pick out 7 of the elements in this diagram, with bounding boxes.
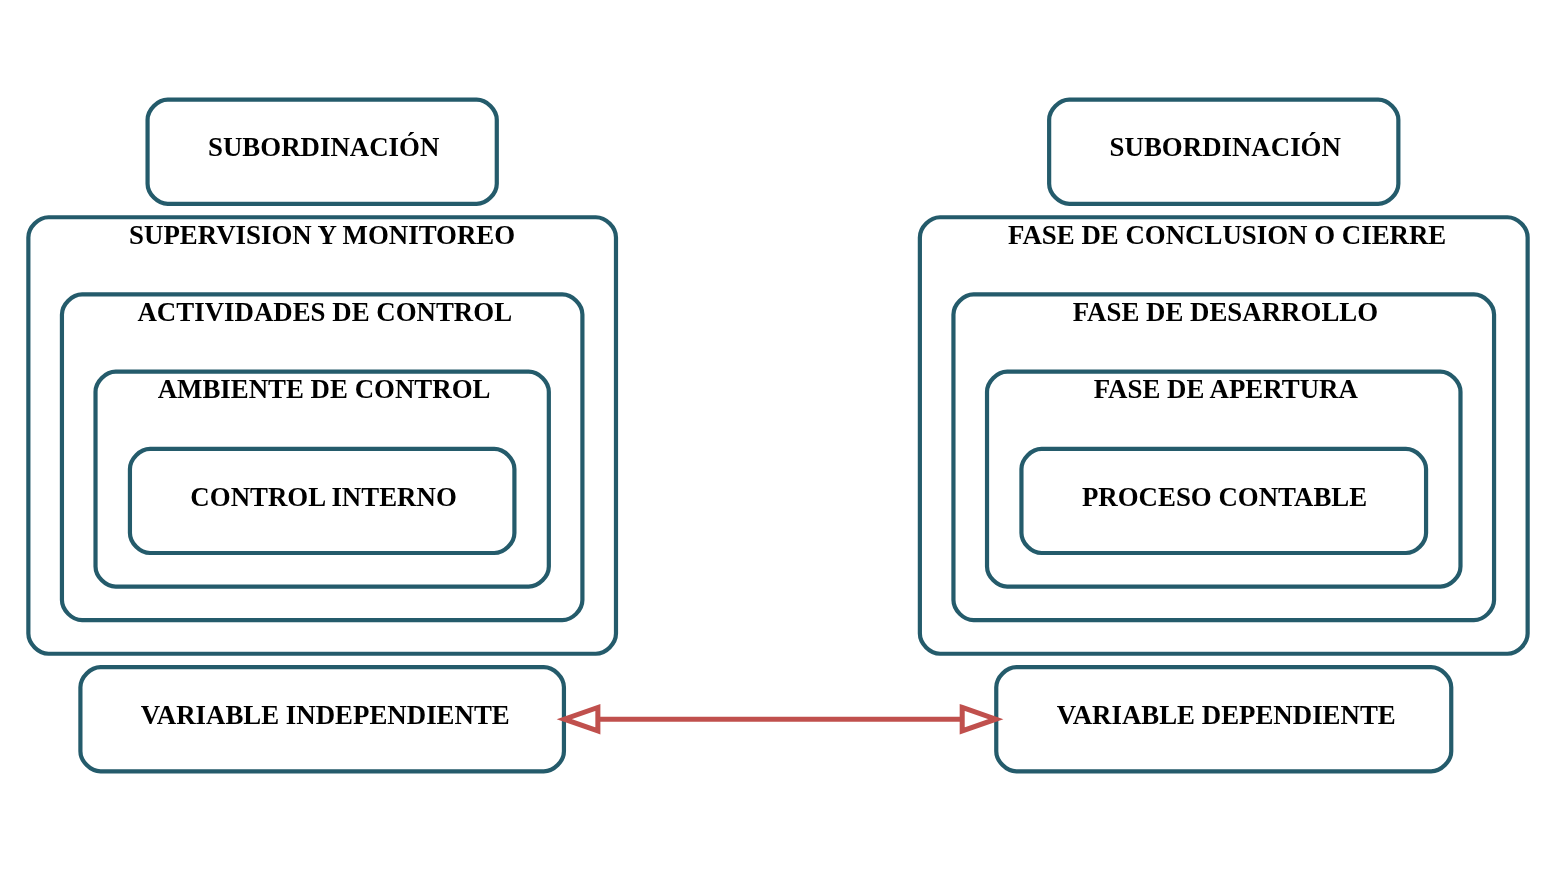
node-box: CONTROL INTERNO	[127, 446, 517, 556]
node-box: PROCESO CONTABLE	[1019, 446, 1429, 556]
node-box: SUBORDINACIÓN	[1047, 97, 1401, 206]
node-box: SUBORDINACIÓN	[145, 97, 499, 206]
node-box: VARIABLE INDEPENDIENTE	[78, 665, 567, 774]
arrow	[556, 703, 1004, 735]
node-box: VARIABLE DEPENDIENTE	[994, 665, 1454, 774]
